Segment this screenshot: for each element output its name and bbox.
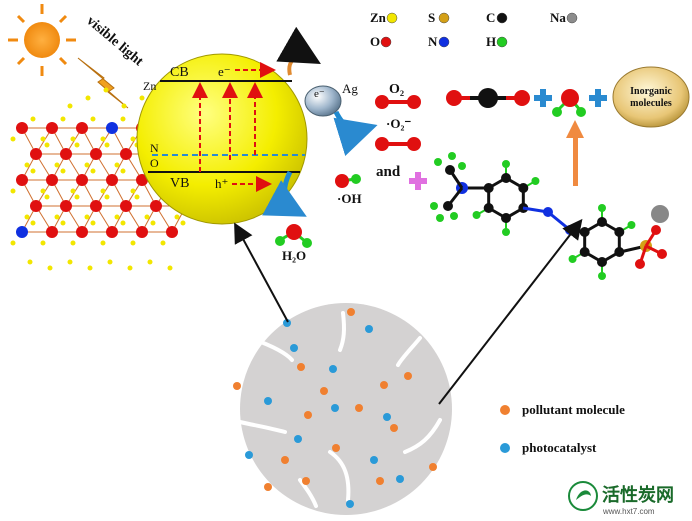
ag-label: Ag <box>342 81 358 96</box>
particle-legend: pollutant molecule photocatalyst <box>500 402 625 455</box>
disc-particles <box>233 308 437 508</box>
catalyst-disc <box>240 303 452 515</box>
co2-molecule <box>446 88 530 108</box>
zn-level-label: Zn <box>143 79 156 93</box>
n-level-label: N <box>150 141 159 155</box>
particle-legend-label: pollutant molecule <box>522 402 625 417</box>
zns-particle <box>136 53 308 225</box>
atom-legend-label: Na <box>550 10 566 25</box>
vb-label: VB <box>170 176 189 191</box>
pointer-arrow-to-molecule <box>438 218 583 405</box>
superoxide-molecule <box>375 137 421 151</box>
electron-label: e⁻ <box>218 64 231 79</box>
curved-arrow-icon <box>276 26 321 76</box>
visible-light-label: visible light <box>83 14 146 70</box>
plus-icon <box>534 89 552 107</box>
and-label: and <box>376 164 401 180</box>
atom-legend-label: S <box>428 10 435 25</box>
watermark-logo-icon <box>568 481 598 511</box>
ag-nanoparticle <box>304 85 342 117</box>
particle-legend-swatch <box>500 405 510 415</box>
atom-legend: Zn S C NaO N H <box>370 10 578 49</box>
o2-label: O₂ <box>389 82 404 97</box>
particle-legend-swatch <box>500 443 510 453</box>
pointer-arrow-to-sphere <box>234 222 289 323</box>
watermark-title: 活性炭网 <box>602 484 674 506</box>
inorganic-line1: Inorganic <box>630 86 672 97</box>
cb-label: CB <box>170 65 189 80</box>
disc-cracks <box>238 311 442 508</box>
ag-electron-label: e⁻ <box>314 88 325 100</box>
atom-legend-swatch <box>496 12 508 24</box>
superoxide-label: ·O₂⁻ <box>386 116 411 131</box>
atom-legend-label: N <box>428 34 438 49</box>
hole-label: h⁺ <box>215 176 228 191</box>
inorganic-line2: molecules <box>630 98 672 109</box>
atom-legend-swatch <box>438 12 450 24</box>
water-molecule <box>275 224 312 248</box>
hydroxyl-label: ·OH <box>337 191 362 206</box>
degradation-arrow <box>566 120 584 186</box>
lightning-icon <box>77 57 129 109</box>
atom-legend-label: Zn <box>370 10 387 25</box>
plus-icon <box>589 89 607 107</box>
o-level-label: O <box>150 156 159 170</box>
atom-legend-swatch <box>380 36 392 48</box>
watermark-url: www.hxt7.com <box>602 507 655 516</box>
water-label: H₂O <box>282 248 306 263</box>
atom-legend-swatch <box>386 12 398 24</box>
hydroxyl-molecule <box>335 174 361 188</box>
atom-legend-swatch <box>496 36 508 48</box>
plus-icon <box>409 172 427 190</box>
atom-legend-label: C <box>486 10 495 25</box>
hydroxyl-arrow <box>262 170 307 217</box>
o2-molecule <box>375 95 421 109</box>
sun-icon <box>8 4 76 76</box>
methyl-orange-molecule <box>430 152 669 280</box>
atom-legend-label: H <box>486 34 496 49</box>
atom-legend-label: O <box>370 34 380 49</box>
atom-legend-swatch <box>438 36 450 48</box>
atom-legend-swatch <box>566 12 578 24</box>
superoxide-arrow <box>333 110 378 156</box>
particle-legend-label: photocatalyst <box>522 440 597 455</box>
watermark: 活性炭网 www.hxt7.com <box>568 481 674 516</box>
water-product-molecule <box>552 89 586 117</box>
inorganic-molecules-bubble <box>612 66 690 128</box>
